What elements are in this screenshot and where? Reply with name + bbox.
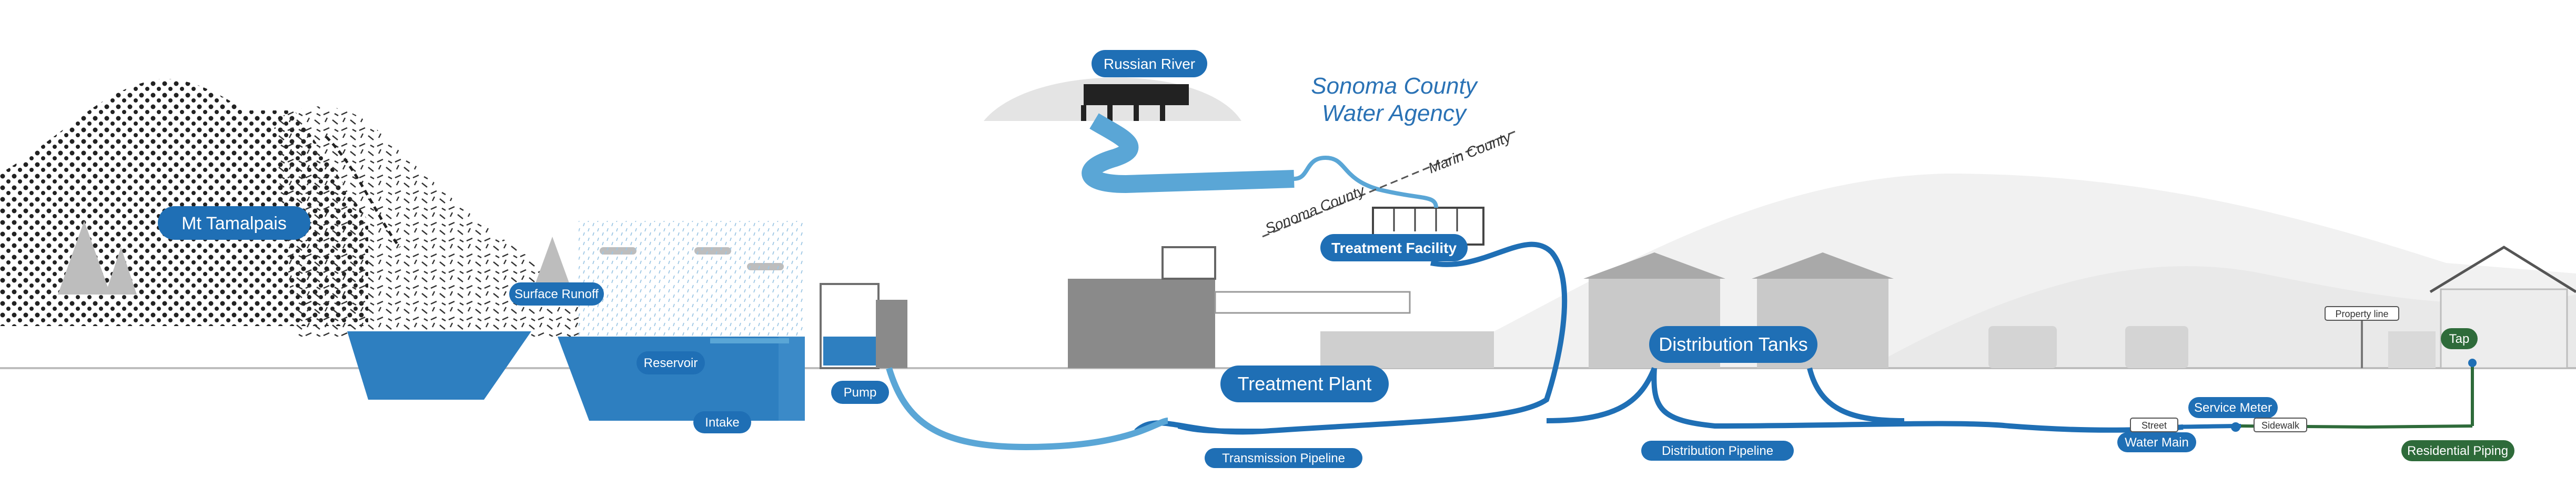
svg-text:Surface Runoff: Surface Runoff <box>514 287 599 301</box>
svg-text:Water Main: Water Main <box>2125 435 2189 450</box>
svg-text:Distribution Pipeline: Distribution Pipeline <box>1662 444 1773 458</box>
label-russian-river: Russian River <box>1092 50 1207 77</box>
agency-title-line1: Sonoma County <box>1311 73 1479 99</box>
agency-title-line2: Water Agency <box>1322 100 1468 126</box>
label-distribution-pipeline: Distribution Pipeline <box>1641 441 1794 461</box>
pump-to-plant-pipe <box>886 367 1168 451</box>
sonoma-county-label: Sonoma County <box>1263 182 1368 237</box>
svg-text:Tap: Tap <box>2449 332 2470 346</box>
pump-station <box>820 283 907 369</box>
label-transmission-pipeline: Transmission Pipeline <box>1205 448 1362 468</box>
svg-text:Intake: Intake <box>705 415 739 430</box>
svg-text:Street: Street <box>2141 420 2167 431</box>
treatment-plant-building <box>1068 246 1494 368</box>
county-line: Sonoma County Marin County <box>1262 128 1516 238</box>
label-property-line: Property line <box>2325 306 2399 321</box>
svg-text:Residential Piping: Residential Piping <box>2407 444 2508 458</box>
svg-text:Sidewalk: Sidewalk <box>2261 420 2300 431</box>
svg-text:Service Meter: Service Meter <box>2194 401 2272 415</box>
label-treatment-facility: Treatment Facility <box>1320 234 1468 261</box>
svg-text:Pump: Pump <box>844 385 877 400</box>
plant-to-tanks-pipe <box>1177 423 1263 434</box>
russian-river-scene <box>984 77 1295 194</box>
svg-text:Property line: Property line <box>2335 309 2388 319</box>
label-mt-tamalpais: Mt Tamalpais <box>158 206 310 240</box>
label-street: Street <box>2130 418 2178 432</box>
svg-text:Treatment Facility: Treatment Facility <box>1331 240 1457 256</box>
pine-tree <box>58 221 573 295</box>
reservoir-basins <box>347 331 805 421</box>
label-surface-runoff: Surface Runoff <box>509 282 604 306</box>
neighborhood <box>1988 246 2576 369</box>
tap-icon <box>2468 359 2477 367</box>
svg-text:Reservoir: Reservoir <box>644 356 698 370</box>
distribution-pipeline-line <box>1546 367 2184 433</box>
service-meter-icon <box>2231 422 2240 432</box>
label-service-meter: Service Meter <box>2188 397 2278 418</box>
river-pipe <box>1294 155 1438 208</box>
label-treatment-plant: Treatment Plant <box>1220 366 1389 402</box>
svg-text:Treatment Plant: Treatment Plant <box>1238 373 1372 394</box>
svg-text:Mt Tamalpais: Mt Tamalpais <box>181 214 287 234</box>
marin-county-label: Marin County <box>1426 128 1514 177</box>
label-sidewalk: Sidewalk <box>2254 418 2307 432</box>
rain-clouds <box>579 221 805 342</box>
svg-text:Russian River: Russian River <box>1104 56 1195 72</box>
label-reservoir: Reservoir <box>637 351 705 374</box>
mt-tamalpais <box>0 79 579 337</box>
label-tap: Tap <box>2441 328 2478 349</box>
label-water-main: Water Main <box>2117 432 2196 452</box>
svg-text:Transmission Pipeline: Transmission Pipeline <box>1222 451 1345 465</box>
label-intake: Intake <box>693 411 751 433</box>
label-residential-piping: Residential Piping <box>2401 440 2514 461</box>
label-distribution-tanks: Distribution Tanks <box>1649 326 1817 363</box>
label-pump: Pump <box>831 381 889 404</box>
svg-text:Distribution Tanks: Distribution Tanks <box>1659 333 1807 355</box>
